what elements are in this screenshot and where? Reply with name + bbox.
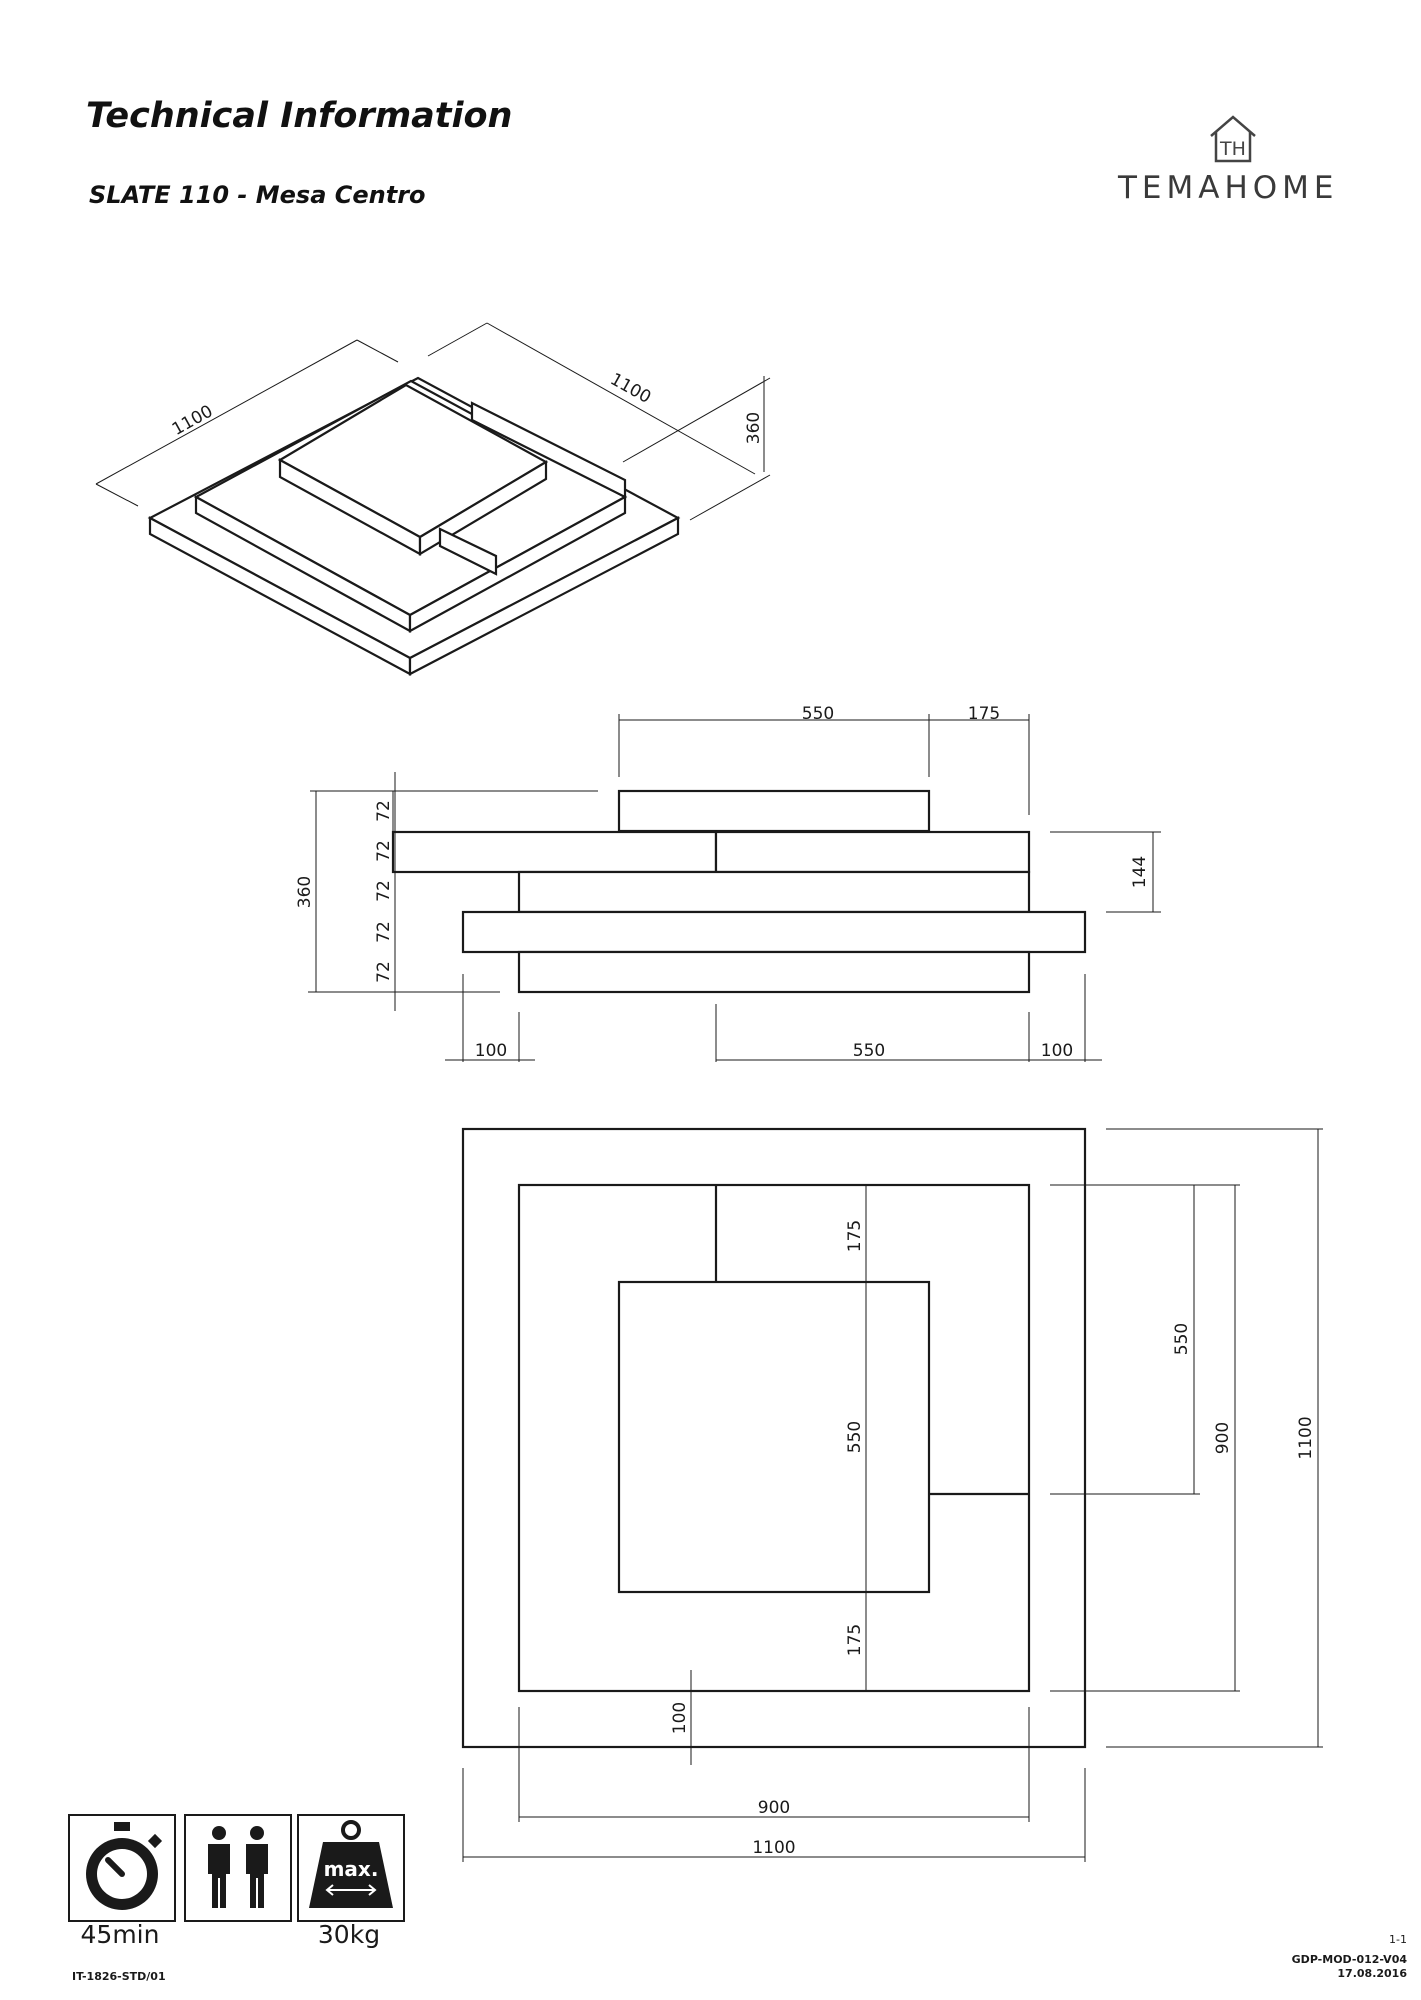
board-3 xyxy=(517,870,1031,914)
plan-dim-900-bottom: 900 xyxy=(758,1798,790,1818)
front-dim-100-left: 100 xyxy=(475,1041,507,1061)
two-persons-icon xyxy=(208,1826,268,1908)
board-top xyxy=(617,789,931,833)
brand-name: TEMAHOME xyxy=(1118,170,1339,206)
front-dim-550-bottom: 550 xyxy=(853,1041,885,1061)
plan-dim-175-bottom: 175 xyxy=(845,1624,865,1656)
front-dim-layer: 72 xyxy=(374,961,394,983)
iso-dim-width: 1100 xyxy=(169,401,217,439)
plan-dim-900-right: 900 xyxy=(1213,1422,1233,1454)
front-dim-layer: 72 xyxy=(374,880,394,902)
front-view: 550 175 360 72 72 72 72 72 144 100 550 1… xyxy=(295,704,1161,1062)
front-dim-175-top: 175 xyxy=(968,704,1000,724)
svg-text:TH: TH xyxy=(1219,138,1246,160)
front-dim-550-top: 550 xyxy=(802,704,834,724)
plan-view: 175 550 175 100 550 900 1100 900 1100 xyxy=(461,1127,1323,1862)
max-weight-label: 30kg xyxy=(317,1920,381,1949)
product-subtitle: SLATE 110 - Mesa Centro xyxy=(89,181,426,209)
front-dim-layer: 72 xyxy=(374,921,394,943)
page-number: 1-1 xyxy=(1389,1933,1407,1946)
weight-icon: max. xyxy=(309,1820,393,1908)
stopwatch-icon xyxy=(86,1822,163,1910)
front-dim-layer: 72 xyxy=(374,840,394,862)
two-persons-box xyxy=(184,1814,292,1922)
form-code: GDP-MOD-012-V04 xyxy=(1291,1953,1407,1966)
front-dim-height: 360 xyxy=(295,876,315,908)
board-4 xyxy=(461,910,1087,954)
plan-dim-1100-bottom: 1100 xyxy=(752,1838,795,1858)
board-2-left xyxy=(391,830,718,874)
house-logo-icon: TH xyxy=(1210,115,1256,163)
front-dim-100-right: 100 xyxy=(1041,1041,1073,1061)
plan-dim-550-right: 550 xyxy=(1172,1323,1192,1355)
iso-dim-height: 360 xyxy=(744,412,764,444)
revision-date: 17.08.2016 xyxy=(1337,1967,1407,1980)
svg-text:max.: max. xyxy=(324,1857,379,1881)
plan-dim-1100-right: 1100 xyxy=(1296,1416,1316,1459)
front-dim-layer: 72 xyxy=(374,800,394,822)
plan-top-board xyxy=(617,1280,931,1594)
board-5 xyxy=(517,950,1031,994)
front-dim-144: 144 xyxy=(1130,856,1150,888)
plan-dim-550-inner: 550 xyxy=(845,1421,865,1453)
assembly-time-box xyxy=(68,1814,176,1922)
isometric-view: 1100 1100 360 xyxy=(95,322,771,676)
board-2-right xyxy=(714,830,1031,874)
iso-dim-depth: 1100 xyxy=(607,369,655,407)
plan-dim-175-top: 175 xyxy=(845,1220,865,1252)
page-title: Technical Information xyxy=(86,96,513,136)
assembly-time-label: 45min xyxy=(80,1920,160,1949)
plan-dim-100: 100 xyxy=(670,1702,690,1734)
doc-code: IT-1826-STD/01 xyxy=(72,1970,166,1983)
max-weight-box: max. xyxy=(297,1814,405,1922)
